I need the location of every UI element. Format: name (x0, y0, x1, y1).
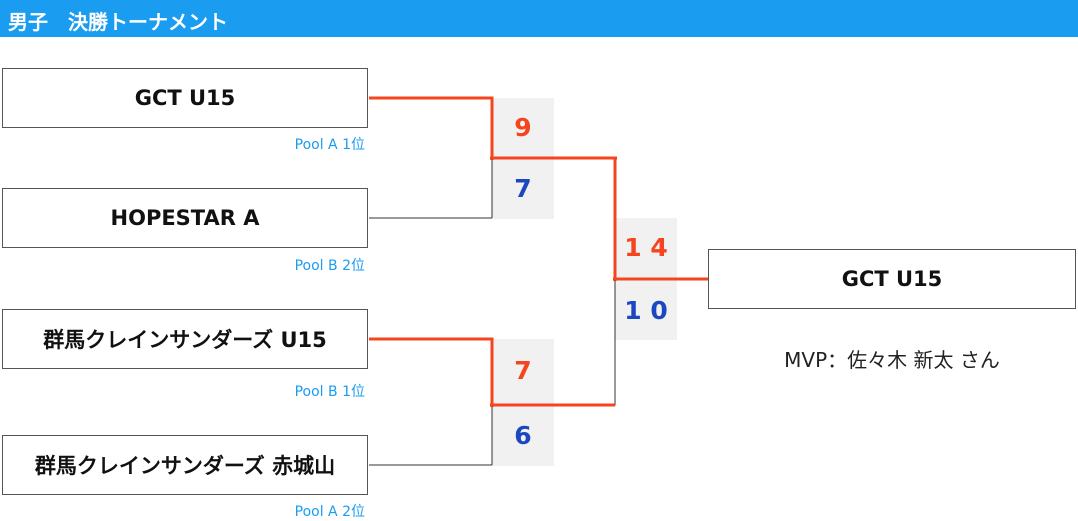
champion-box: GCT U15 (708, 249, 1076, 309)
team-box-1: GCT U15 (2, 68, 368, 128)
team-name: 群馬クレインサンダーズ U15 (43, 328, 327, 352)
team-name: HOPESTAR A (110, 206, 260, 230)
team-name: GCT U15 (134, 86, 236, 110)
pool-label: Pool A 2位 (294, 504, 365, 520)
pool-label: Pool B 2位 (294, 258, 365, 274)
score-sf2-top: 7 (514, 356, 532, 385)
score-sf1-bottom: 7 (514, 174, 532, 203)
score-sf1-top: 9 (514, 113, 532, 142)
header-bar: 男子 決勝トーナメント (0, 0, 1078, 37)
team-box-3: 群馬クレインサンダーズ U15 (2, 309, 368, 369)
team-box-2: HOPESTAR A (2, 188, 368, 248)
page-title: 男子 決勝トーナメント (8, 10, 228, 34)
champion-name: GCT U15 (841, 267, 943, 291)
pool-label: Pool A 1位 (294, 137, 365, 153)
score-final-top: 1 4 (624, 233, 668, 262)
score-panel-sf2 (492, 339, 554, 466)
score-final-bottom: 1 0 (624, 296, 668, 325)
score-sf2-bottom: 6 (514, 421, 532, 450)
mvp-label: MVP：佐々木 新太 さん (784, 348, 1000, 372)
team-box-4: 群馬クレインサンダーズ 赤城山 (2, 435, 368, 495)
team-name: 群馬クレインサンダーズ 赤城山 (34, 454, 336, 478)
pool-label: Pool B 1位 (294, 384, 365, 400)
